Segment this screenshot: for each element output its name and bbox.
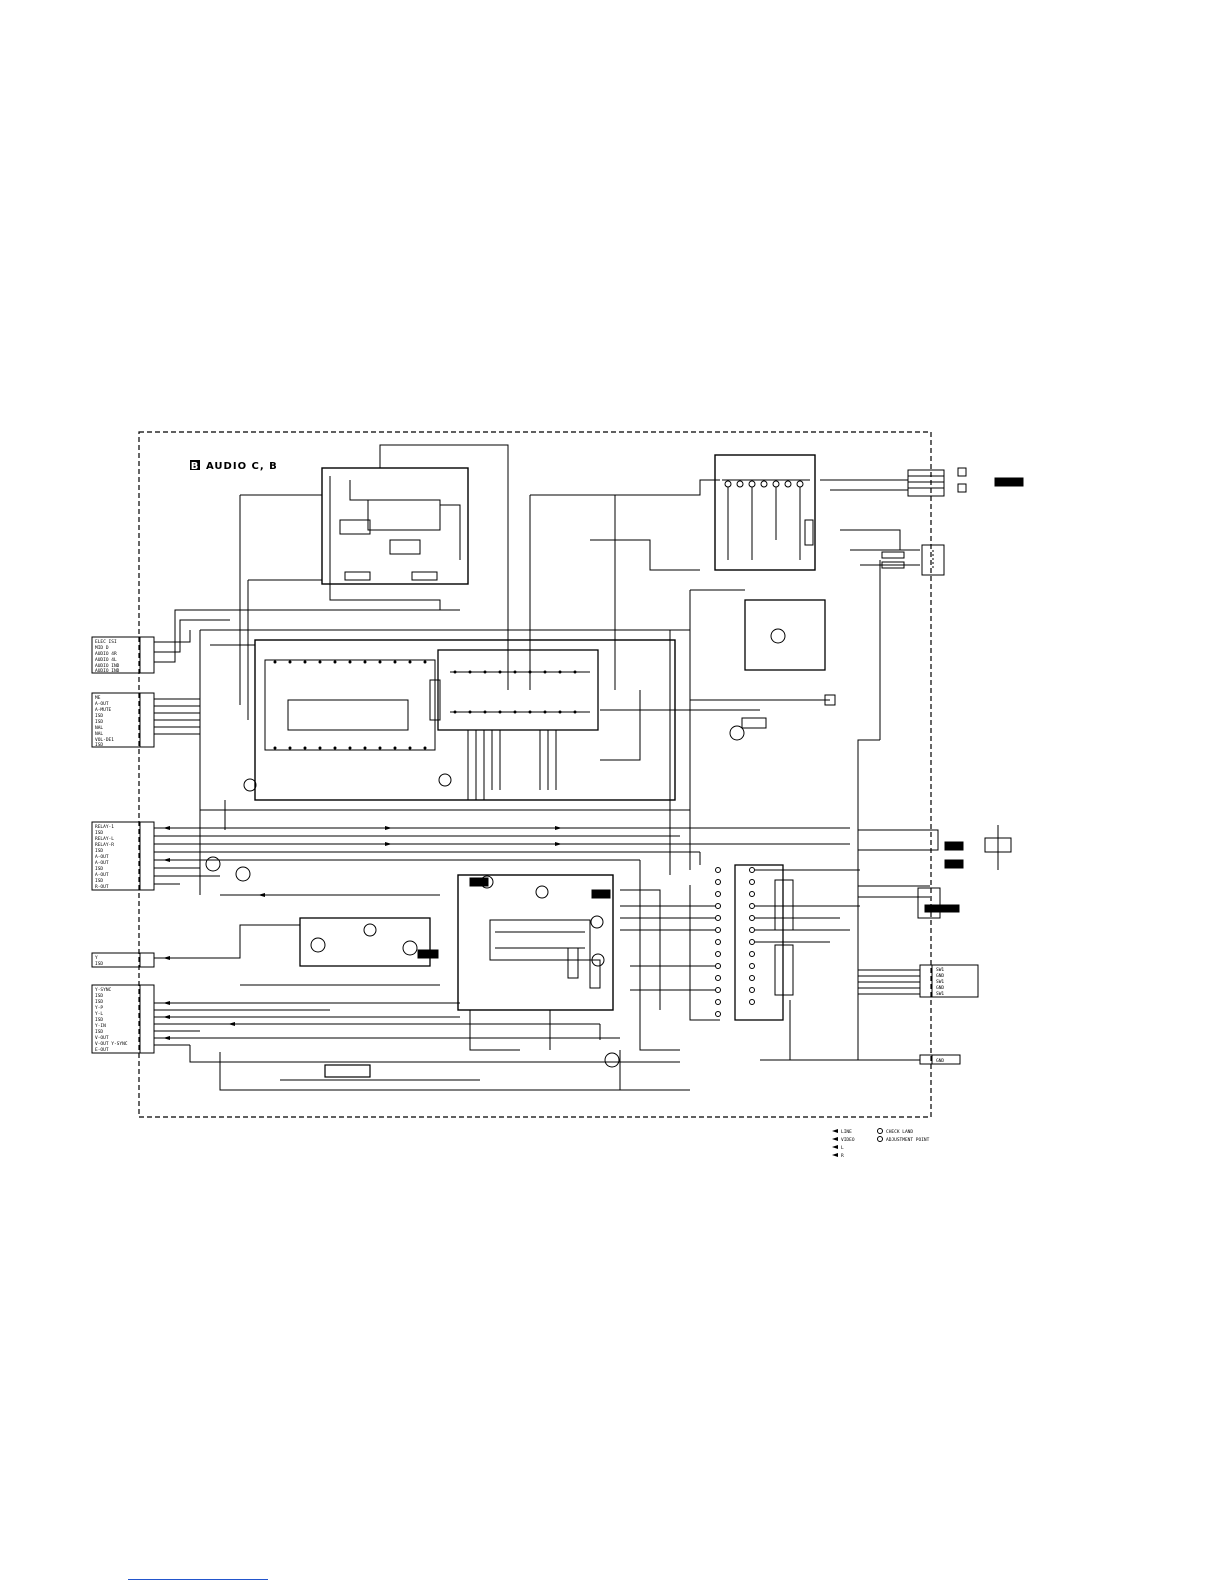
connector-bottom-right: GND	[860, 1054, 961, 1065]
svg-text:AUDIO C, B: AUDIO C, B	[206, 461, 278, 472]
cn5-pin-9: V-OUT	[95, 1035, 109, 1041]
cn2-pin-4: ISD	[95, 713, 103, 719]
cn2-pin-9: ISD	[95, 742, 103, 748]
cn5-pin-8: ISD	[95, 1029, 103, 1035]
cn5-pin-10: V-OUT Y-SYNC	[95, 1041, 128, 1047]
connector-cn2: ME A-OUT A-MUTE ISD ISD NAL NAL VOL-DE1 …	[91, 692, 200, 748]
cn3-pin-11: R-OUT	[95, 884, 109, 890]
cn5-pin-7: Y-IN	[95, 1023, 106, 1029]
cn2-pin-3: A-MUTE	[95, 707, 112, 713]
cn1-pin-4: AUDIO 4L	[95, 657, 117, 663]
cn3-pin-6: A-OUT	[95, 854, 109, 860]
top-right-ic	[529, 454, 816, 690]
cn2-pin-6: NAL	[95, 725, 103, 731]
cn5-pin-6: ISD	[95, 1017, 103, 1023]
footer-link-underline	[128, 1579, 268, 1580]
legend-right: CHECK LAND ADJUSTMENT POINT	[877, 1128, 930, 1143]
right-pin-5: SW1	[936, 991, 944, 997]
cn2-pin-1: ME	[95, 695, 101, 701]
lower-left-amp-block	[240, 917, 440, 1078]
middle-right-module	[689, 589, 836, 706]
right-pin-4: GND	[936, 985, 944, 991]
cn3-pin-10: ISD	[95, 878, 103, 884]
top-left-ic-block	[239, 444, 509, 720]
cn4-pin-1: Y	[95, 955, 98, 961]
legend-left: LINE VIDEO L R	[832, 1129, 855, 1159]
legend: LINE VIDEO L R CHECK LAND ADJUSTMENT POI…	[832, 1128, 930, 1159]
cn2-pin-8: VOL-DE1	[95, 737, 114, 743]
legend-r: R	[841, 1153, 844, 1159]
cn4-pin-2: ISD	[95, 961, 103, 967]
right-pin-2: GND	[936, 973, 944, 979]
cn2-pin-5: ISD	[95, 719, 103, 725]
cn1-pin-1: ELEC ISI	[95, 639, 117, 645]
cn1-pin-3: AUDIO 4R	[95, 651, 117, 657]
pin-dots-upper	[273, 660, 577, 750]
connector-cn4: Y ISD	[91, 924, 300, 968]
connector-cn3: RELAY-1 ISD RELAY-L RELAY-R ISD A-OUT A-…	[91, 821, 850, 897]
legend-line: LINE	[841, 1129, 852, 1135]
bottom-right-pin: GND	[936, 1058, 944, 1064]
cn1-pin-5: AUDIO IND	[95, 663, 120, 669]
connector-cn1: ELEC ISI MID D AUDIO 4R AUDIO 4L AUDIO I…	[91, 609, 460, 674]
lower-main-ic	[457, 860, 680, 1068]
connector-right: SW1 GND SW1 GND SW1	[858, 964, 979, 998]
cn1-pin-2: MID D	[95, 645, 109, 651]
output-connector-top-right	[820, 467, 1024, 576]
connector-cn5: Y-SYNC ISD ISD Y-P Y-L ISD Y-IN ISD V-OU…	[91, 984, 690, 1091]
right-switch-block	[857, 560, 1012, 1060]
cn3-pin-8: ISD	[95, 866, 103, 872]
cn2-pin-7: NAL	[95, 731, 103, 737]
legend-check-land: CHECK LAND	[886, 1129, 913, 1135]
legend-adjustment-point: ADJUSTMENT POINT	[886, 1137, 930, 1143]
center-right-pin-ic	[620, 864, 860, 1061]
cn5-pin-2: ISD	[95, 993, 103, 999]
lower-bus-lines	[199, 630, 701, 1090]
diagram-title: B AUDIO C, B	[190, 460, 278, 472]
right-pin-3: SW1	[936, 979, 944, 985]
main-upper-ic-area	[199, 629, 767, 830]
cn3-pin-7: A-OUT	[95, 860, 109, 866]
cn5-pin-4: Y-P	[95, 1005, 103, 1011]
cn3-pin-9: A-OUT	[95, 872, 109, 878]
cn5-pin-3: ISD	[95, 999, 103, 1005]
cn5-pin-11: E-OUT	[95, 1047, 109, 1053]
legend-video: VIDEO	[841, 1137, 855, 1143]
svg-text:B: B	[191, 461, 200, 472]
cn3-pin-2: ISD	[95, 830, 103, 836]
cn3-pin-3: RELAY-L	[95, 836, 114, 842]
cn5-pin-5: Y-L	[95, 1011, 103, 1017]
cn3-pin-1: RELAY-1	[95, 824, 114, 830]
cn3-pin-4: RELAY-R	[95, 842, 114, 848]
right-pin-1: SW1	[936, 967, 944, 973]
cn5-pin-1: Y-SYNC	[95, 987, 112, 993]
cn1-pin-6: AUDIO IND	[95, 668, 120, 674]
legend-l: L	[841, 1145, 844, 1151]
board-border	[138, 431, 932, 1118]
cn3-pin-5: ISD	[95, 848, 103, 854]
cn2-pin-2: A-OUT	[95, 701, 109, 707]
